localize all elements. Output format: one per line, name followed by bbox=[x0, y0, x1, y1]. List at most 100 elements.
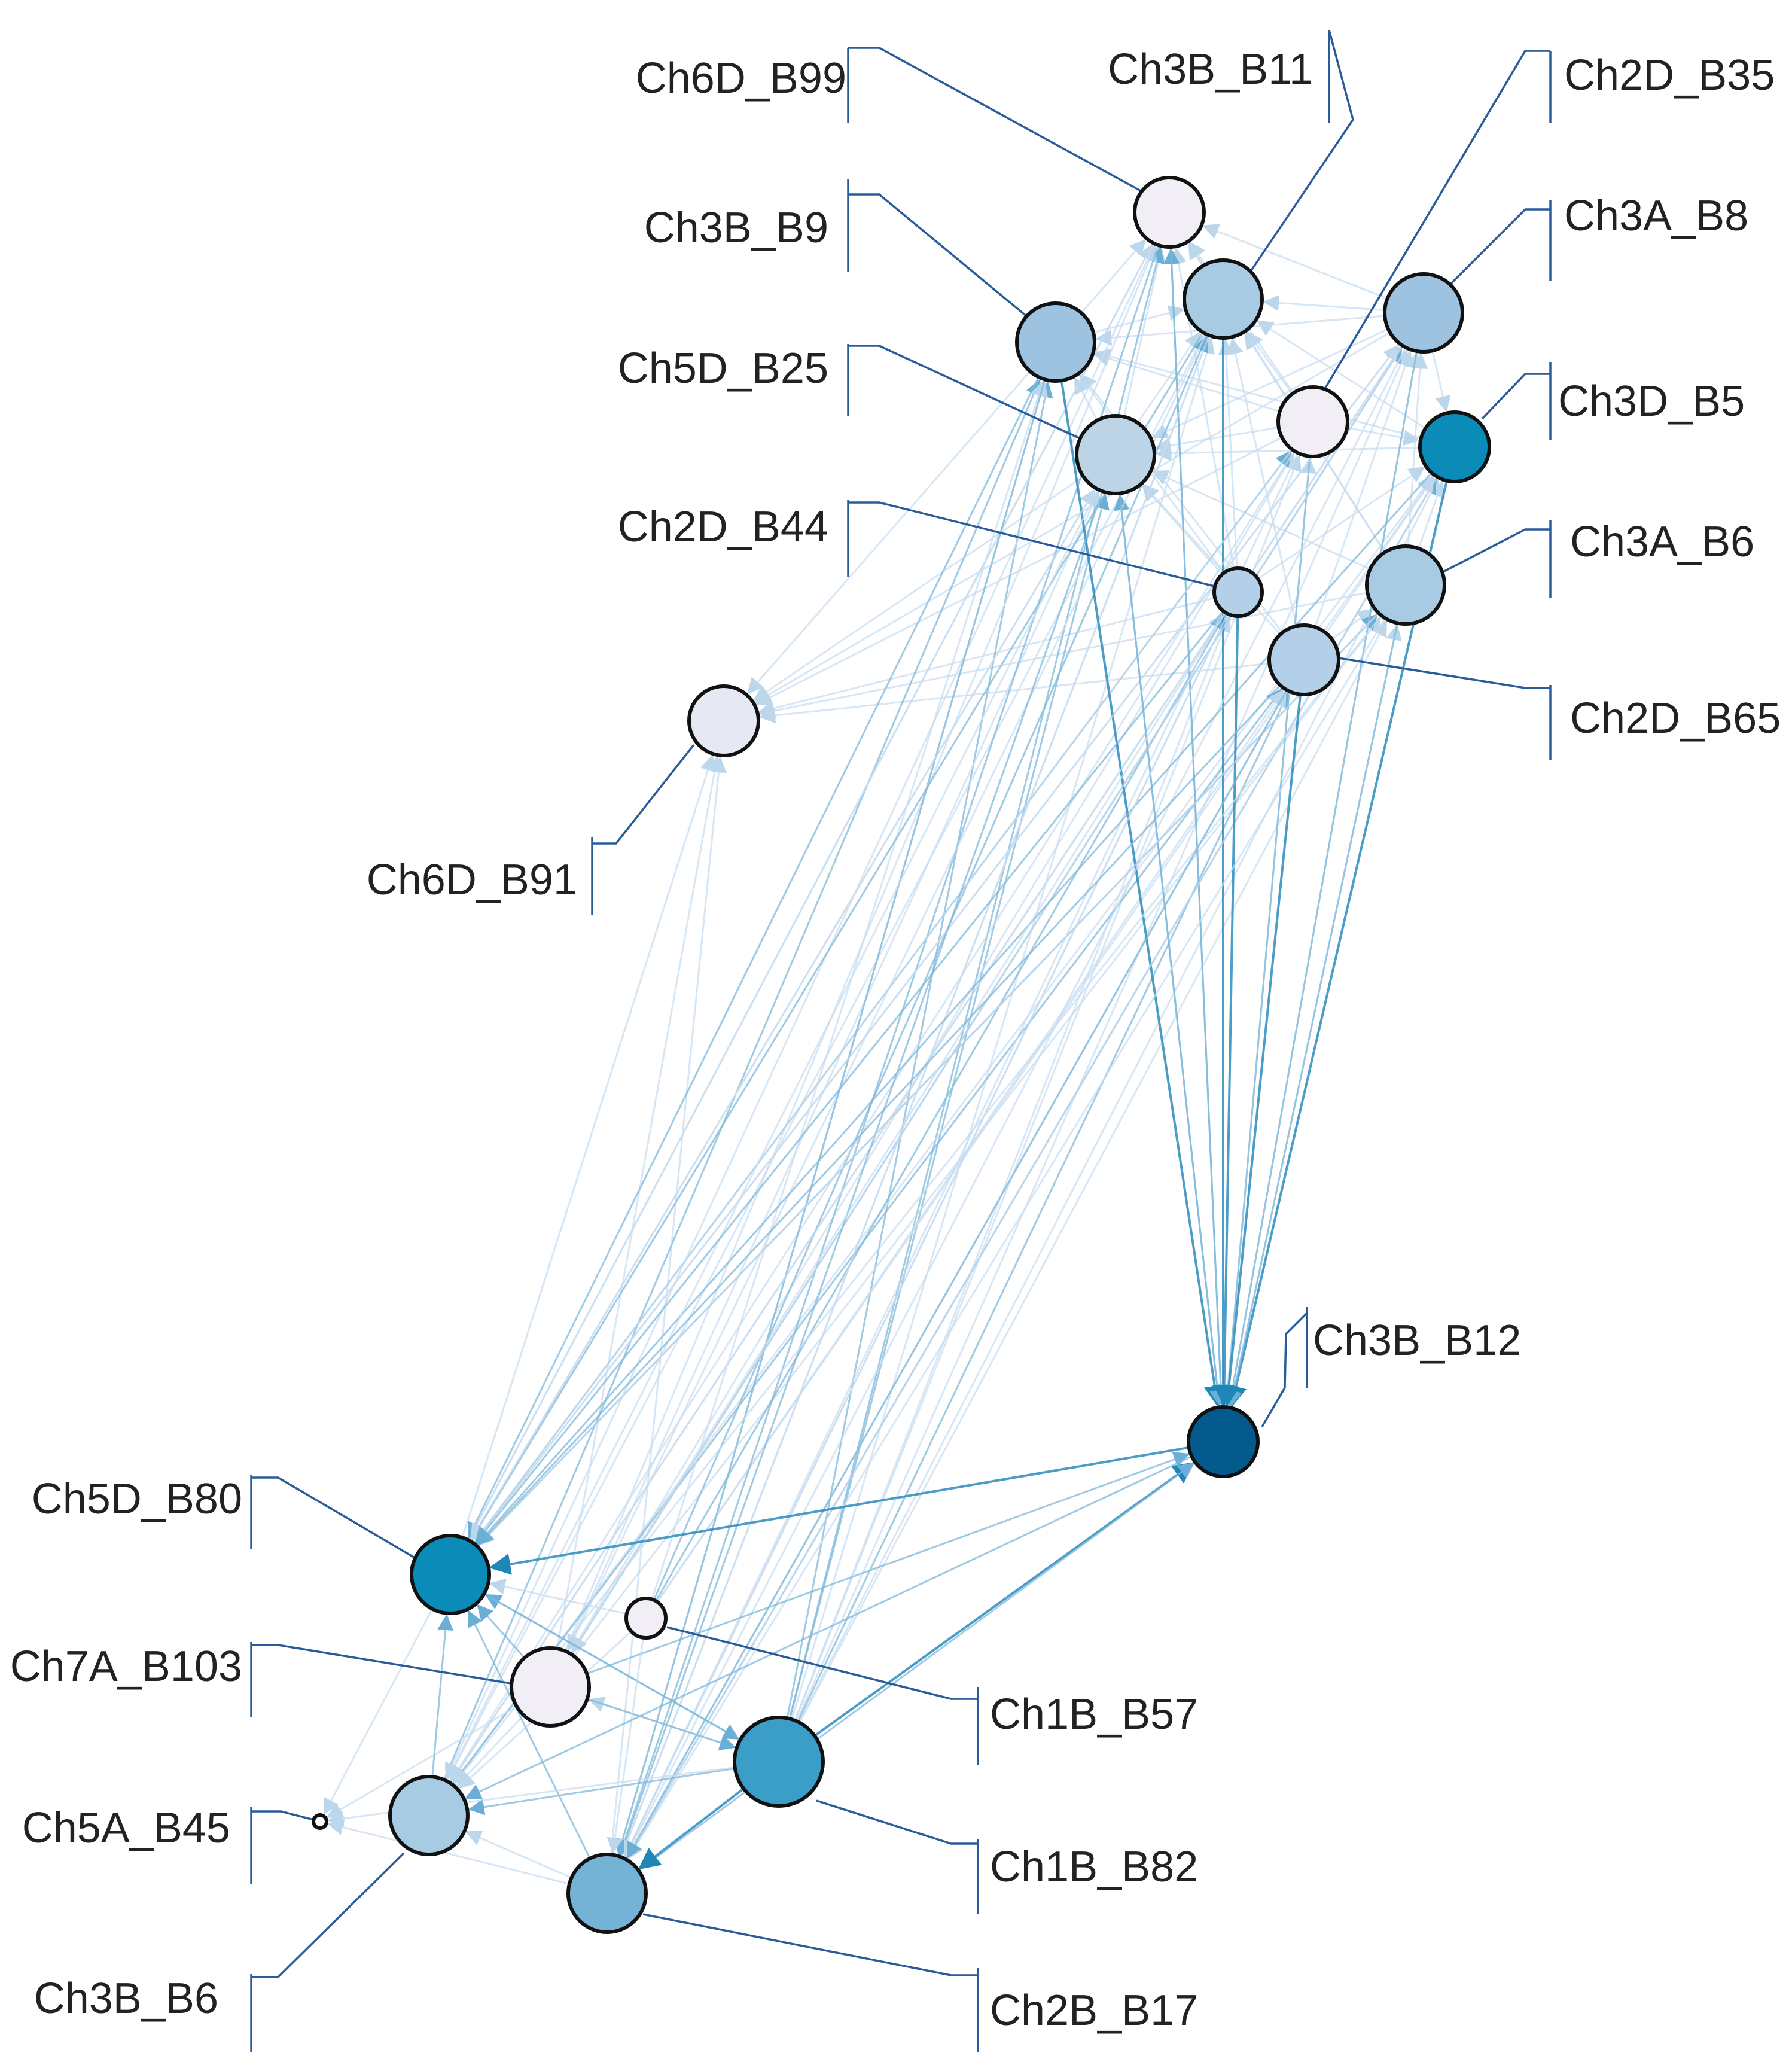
leader-line-Ch5A_B45 bbox=[251, 1810, 314, 1821]
edge-Ch3D_B5-to-Ch3B_B9 bbox=[1094, 348, 1422, 439]
edge-Ch3A_B8-to-Ch3B_B11 bbox=[1263, 294, 1385, 312]
leader-line-Ch5D_B80 bbox=[251, 1476, 416, 1560]
edge-Ch3A_B8-to-Ch6D_B99 bbox=[1202, 224, 1388, 300]
edge-Ch2B_B17-to-Ch3B_B6 bbox=[465, 1830, 572, 1879]
node-Ch7A_B103 bbox=[510, 1646, 591, 1728]
node-Ch1B_B57 bbox=[624, 1597, 668, 1640]
node-Ch6D_B91 bbox=[687, 684, 760, 757]
edge-Ch5D_B25-to-Ch3B_B12 bbox=[1119, 493, 1226, 1407]
node-Ch2D_B35 bbox=[1276, 385, 1349, 458]
node-label-Ch6D_B91: Ch6D_B91 bbox=[367, 856, 577, 904]
leader-line-Ch1B_B82 bbox=[816, 1799, 978, 1845]
edge-Ch2D_B35-to-Ch5D_B80 bbox=[474, 449, 1293, 1543]
edge-Ch2B_B17-to-Ch5A_B45 bbox=[327, 1819, 570, 1885]
edge-Ch5D_B25-to-Ch5D_B80 bbox=[470, 488, 1097, 1540]
edge-Ch3A_B6-to-Ch3B_B6 bbox=[453, 614, 1382, 1785]
edge-Ch1B_B82-to-Ch3B_B12 bbox=[813, 1462, 1195, 1737]
edge-Ch2B_B17-to-Ch5D_B80 bbox=[468, 1610, 591, 1859]
leader-line-Ch3B_B9 bbox=[848, 193, 1029, 318]
node-label-Ch3B_B9: Ch3B_B9 bbox=[644, 204, 828, 252]
node-label-Ch6D_B99: Ch6D_B99 bbox=[636, 54, 846, 102]
edge-Ch1B_B57-to-Ch3B_B9 bbox=[651, 380, 1047, 1600]
leader-line-Ch3B_B12 bbox=[1261, 1312, 1308, 1427]
edge-Ch5D_B25-to-Ch2B_B17 bbox=[618, 491, 1104, 1856]
edge-Ch5D_B80-to-Ch6D_B91 bbox=[461, 754, 716, 1538]
node-Ch3B_B6 bbox=[388, 1775, 470, 1856]
node-label-Ch3B_B6: Ch3B_B6 bbox=[34, 1975, 218, 2023]
edge-Ch7A_B103-to-Ch3B_B6 bbox=[456, 1714, 525, 1787]
edge-Ch3B_B11-to-Ch5D_B80 bbox=[471, 331, 1204, 1541]
node-label-Ch7A_B103: Ch7A_B103 bbox=[10, 1643, 242, 1691]
edge-Ch3B_B12-to-Ch3B_B6 bbox=[464, 1455, 1193, 1799]
edge-Ch2D_B35-to-Ch5D_B25 bbox=[1154, 427, 1279, 453]
edge-Ch3A_B8-to-Ch5D_B80 bbox=[474, 343, 1401, 1543]
edge-Ch2D_B44-to-Ch3D_B5 bbox=[1257, 467, 1425, 580]
node-Ch2D_B65 bbox=[1267, 623, 1340, 696]
node-Ch3B_B12 bbox=[1187, 1405, 1260, 1478]
edge-Ch1B_B82-to-Ch2B_B17 bbox=[638, 1787, 745, 1870]
edge-Ch1B_B82-to-Ch3B_B11 bbox=[791, 337, 1215, 1720]
edge-Ch3B_B9-to-Ch6D_B91 bbox=[747, 370, 1031, 695]
edge-Ch3B_B6-to-Ch5D_B80 bbox=[431, 1614, 454, 1777]
edge-Ch1B_B82-to-Ch3D_B5 bbox=[798, 478, 1439, 1723]
node-label-Ch5D_B80: Ch5D_B80 bbox=[32, 1475, 242, 1523]
edge-Ch3A_B6-to-Ch3B_B12 bbox=[1226, 623, 1398, 1408]
edge-Ch7A_B103-to-Ch6D_B91 bbox=[556, 756, 723, 1649]
edge-Ch6D_B99-to-Ch2B_B17 bbox=[617, 245, 1160, 1856]
node-Ch1B_B82 bbox=[733, 1716, 825, 1808]
edge-Ch1B_B57-to-Ch2B_B17 bbox=[607, 1637, 644, 1854]
edge-Ch1B_B82-to-Ch2D_B65 bbox=[797, 692, 1290, 1722]
node-Ch5D_B80 bbox=[410, 1534, 491, 1615]
node-Ch3B_B9 bbox=[1015, 301, 1096, 383]
leader-line-Ch5D_B25 bbox=[848, 345, 1083, 441]
edge-Ch2D_B44-to-Ch6D_B91 bbox=[758, 597, 1215, 717]
node-label-Ch2D_B35: Ch2D_B35 bbox=[1564, 51, 1775, 99]
node-Ch5D_B25 bbox=[1075, 414, 1156, 495]
edge-Ch1B_B82-to-Ch3A_B8 bbox=[796, 349, 1409, 1722]
edge-Ch3B_B9-to-Ch5D_B80 bbox=[468, 376, 1040, 1539]
edge-Ch5D_B25-to-Ch6D_B99 bbox=[1123, 246, 1166, 417]
edge-Ch7A_B103-to-Ch5A_B45 bbox=[326, 1705, 517, 1818]
edge-Ch2D_B35-to-Ch3B_B12 bbox=[1220, 456, 1311, 1406]
leader-line-Ch3A_B6 bbox=[1438, 528, 1550, 575]
edge-Ch3A_B6-to-Ch2B_B17 bbox=[627, 617, 1386, 1860]
edge-Ch3B_B9-to-Ch3B_B12 bbox=[1060, 380, 1226, 1408]
node-label-Ch2D_B44: Ch2D_B44 bbox=[618, 503, 828, 551]
leader-layer bbox=[250, 29, 1552, 2052]
edge-Ch1B_B82-to-Ch2D_B44 bbox=[794, 615, 1231, 1721]
node-Ch2D_B44 bbox=[1212, 566, 1264, 618]
node-Ch3A_B6 bbox=[1365, 544, 1446, 626]
node-label-Ch3B_B12: Ch3B_B12 bbox=[1313, 1317, 1521, 1365]
edge-Ch2D_B44-to-Ch7A_B103 bbox=[571, 612, 1226, 1653]
node-Ch3D_B5 bbox=[1418, 410, 1491, 483]
edge-Ch3D_B5-to-Ch3B_B12 bbox=[1225, 480, 1448, 1408]
edge-Ch3A_B8-to-Ch6D_B91 bbox=[754, 331, 1391, 703]
edge-Ch2D_B44-to-Ch5D_B80 bbox=[475, 610, 1224, 1544]
edge-Ch1B_B82-to-Ch2D_B35 bbox=[794, 455, 1302, 1721]
edge-Ch2D_B35-to-Ch3B_B11 bbox=[1247, 331, 1293, 395]
edge-Ch5D_B80-to-Ch1B_B82 bbox=[483, 1592, 740, 1740]
edge-Ch2D_B44-to-Ch3B_B12 bbox=[1213, 616, 1239, 1407]
edge-Ch5D_B25-to-Ch3B_B6 bbox=[446, 489, 1099, 1780]
edge-Ch3A_B6-to-Ch3A_B8 bbox=[1407, 352, 1428, 547]
leader-line-Ch3A_B8 bbox=[1449, 208, 1550, 285]
node-Ch6D_B99 bbox=[1133, 176, 1206, 249]
edge-Ch3D_B5-to-Ch3B_B11 bbox=[1256, 320, 1426, 430]
leader-line-Ch6D_B99 bbox=[848, 47, 1148, 196]
node-label-Ch2D_B65: Ch2D_B65 bbox=[1570, 695, 1781, 742]
node-Ch3B_B11 bbox=[1183, 258, 1264, 340]
leader-line-Ch6D_B91 bbox=[592, 744, 695, 845]
edge-Ch1B_B82-to-Ch3B_B6 bbox=[468, 1767, 736, 1816]
node-label-Ch5D_B25: Ch5D_B25 bbox=[618, 345, 828, 392]
edge-Ch7A_B103-to-Ch5D_B80 bbox=[477, 1604, 525, 1659]
edge-Ch1B_B57-to-Ch3B_B11 bbox=[653, 335, 1208, 1601]
edge-Ch3B_B12-to-Ch5D_B80 bbox=[489, 1446, 1190, 1575]
edge-layer bbox=[323, 224, 1451, 1885]
node-layer bbox=[312, 176, 1491, 1934]
edge-Ch3D_B5-to-Ch2B_B17 bbox=[627, 476, 1438, 1859]
edge-Ch3B_B6-to-Ch3B_B9 bbox=[443, 379, 1041, 1780]
edge-Ch7A_B103-to-Ch1B_B82 bbox=[587, 1698, 736, 1751]
node-label-Ch3A_B6: Ch3A_B6 bbox=[1570, 518, 1754, 566]
